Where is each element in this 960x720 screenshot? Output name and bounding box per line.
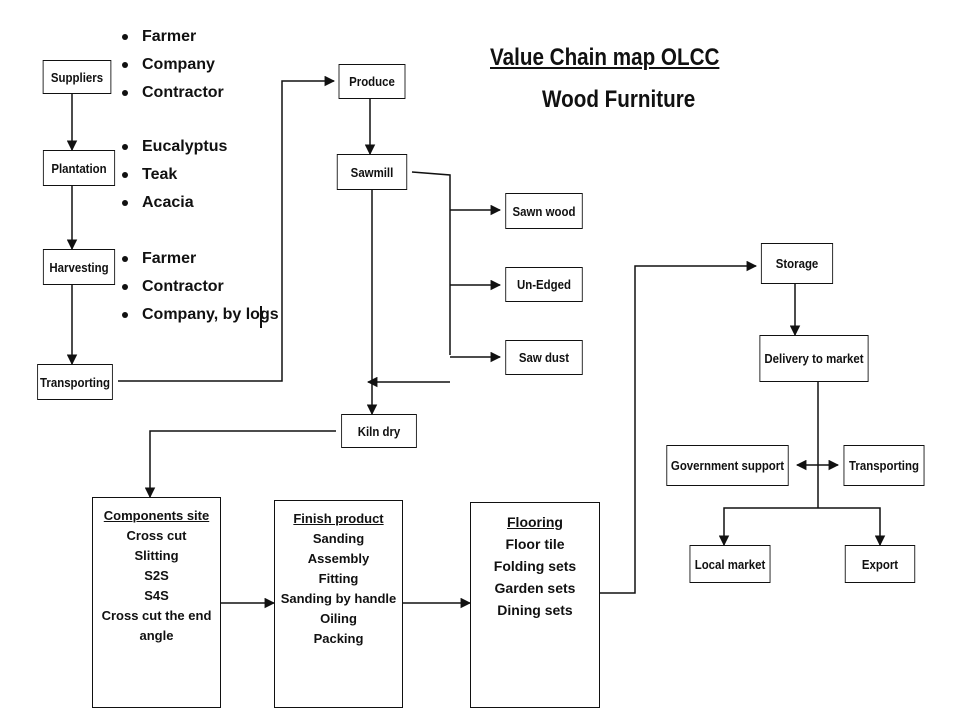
harvesting-list: Farmer Contractor Company, by logs <box>122 245 279 329</box>
arrow-flooring-storage <box>600 260 758 594</box>
components-site-box: Components site Cross cut Slitting S2S S… <box>92 497 221 708</box>
list-item: Sanding by handle <box>280 591 397 606</box>
finish-product-heading: Finish product <box>293 511 384 526</box>
suppliers-list: Farmer Company Contractor <box>122 23 224 107</box>
list-item: Dining sets <box>497 602 573 618</box>
list-item: Folding sets <box>493 558 577 574</box>
step-transporting-left-label: Transporting <box>40 374 110 390</box>
byproduct-sawn-wood-label: Sawn wood <box>512 203 576 219</box>
step-transporting-right-label: Transporting <box>849 458 919 473</box>
step-kiln-dry-label: Kiln dry <box>357 423 401 439</box>
arrow-kiln-components <box>144 430 336 499</box>
list-item: Slitting <box>134 548 179 563</box>
step-local-market-label: Local market <box>694 556 766 572</box>
byproduct-sawn-wood: Sawn wood <box>505 193 583 229</box>
step-government-support: Government support <box>666 445 789 486</box>
diagram-subtitle: Wood Furniture <box>542 86 696 113</box>
step-delivery-to-market: Delivery to market <box>759 335 869 382</box>
connector-sawmill-trunk <box>411 171 451 355</box>
step-export-label: Export <box>861 556 899 572</box>
step-suppliers: Suppliers <box>42 60 112 94</box>
list-item: Company <box>122 51 224 79</box>
list-item: Eucalyptus <box>122 133 227 161</box>
text-cursor <box>260 306 262 328</box>
components-site-heading: Components site <box>103 508 210 523</box>
list-item: Teak <box>122 161 227 189</box>
list-item: Floor tile <box>505 536 565 552</box>
byproduct-un-edged: Un-Edged <box>505 267 583 302</box>
step-plantation-label: Plantation <box>51 160 107 176</box>
list-item: S4S <box>144 588 169 603</box>
list-item: Farmer <box>122 245 279 273</box>
step-harvesting: Harvesting <box>42 249 116 285</box>
finish-product-box: Finish product Sanding Assembly Fitting … <box>274 500 403 708</box>
list-item: Oiling <box>320 611 357 626</box>
arrow-to-local-market <box>718 507 818 547</box>
diagram-title: Value Chain map OLCC <box>490 44 720 71</box>
list-item: angle <box>139 628 174 643</box>
step-plantation: Plantation <box>42 150 116 186</box>
list-item: Cross cut <box>126 528 187 543</box>
byproduct-un-edged-label: Un-Edged <box>516 277 572 292</box>
step-produce: Produce <box>338 64 406 99</box>
step-suppliers-label: Suppliers <box>50 69 104 85</box>
step-local-market: Local market <box>689 545 771 583</box>
step-storage: Storage <box>760 243 834 284</box>
step-export: Export <box>844 545 916 583</box>
list-item: Garden sets <box>494 580 576 596</box>
list-item: S2S <box>144 568 169 583</box>
list-item: Contractor <box>122 79 224 107</box>
step-harvesting-label: Harvesting <box>49 259 109 275</box>
plantation-list: Eucalyptus Teak Acacia <box>122 133 227 217</box>
list-item: Fitting <box>318 571 359 586</box>
step-produce-label: Produce <box>349 74 395 89</box>
flooring-box: Flooring Floor tile Folding sets Garden … <box>470 502 600 708</box>
list-item: Contractor <box>122 273 279 301</box>
list-item: Cross cut the end <box>101 608 212 623</box>
byproduct-saw-dust: Saw dust <box>505 340 583 375</box>
step-sawmill-label: Sawmill <box>350 164 394 180</box>
step-delivery-label: Delivery to market <box>764 351 864 366</box>
list-item: Assembly <box>307 551 370 566</box>
step-sawmill: Sawmill <box>336 154 408 190</box>
step-storage-label: Storage <box>775 256 819 271</box>
step-kiln-dry: Kiln dry <box>341 414 417 448</box>
step-transporting-left: Transporting <box>37 364 113 400</box>
step-government-support-label: Government support <box>670 458 785 473</box>
list-item: Farmer <box>122 23 224 51</box>
list-item: Packing <box>313 631 364 646</box>
list-item: Sanding <box>312 531 365 546</box>
arrow-transporting-produce <box>118 75 336 382</box>
byproduct-saw-dust-label: Saw dust <box>518 350 570 365</box>
step-transporting-right: Transporting <box>843 445 925 486</box>
arrow-to-export <box>818 507 886 547</box>
list-item: Company, by logs <box>122 301 279 329</box>
list-item: Acacia <box>122 189 227 217</box>
flooring-heading: Flooring <box>507 514 563 530</box>
